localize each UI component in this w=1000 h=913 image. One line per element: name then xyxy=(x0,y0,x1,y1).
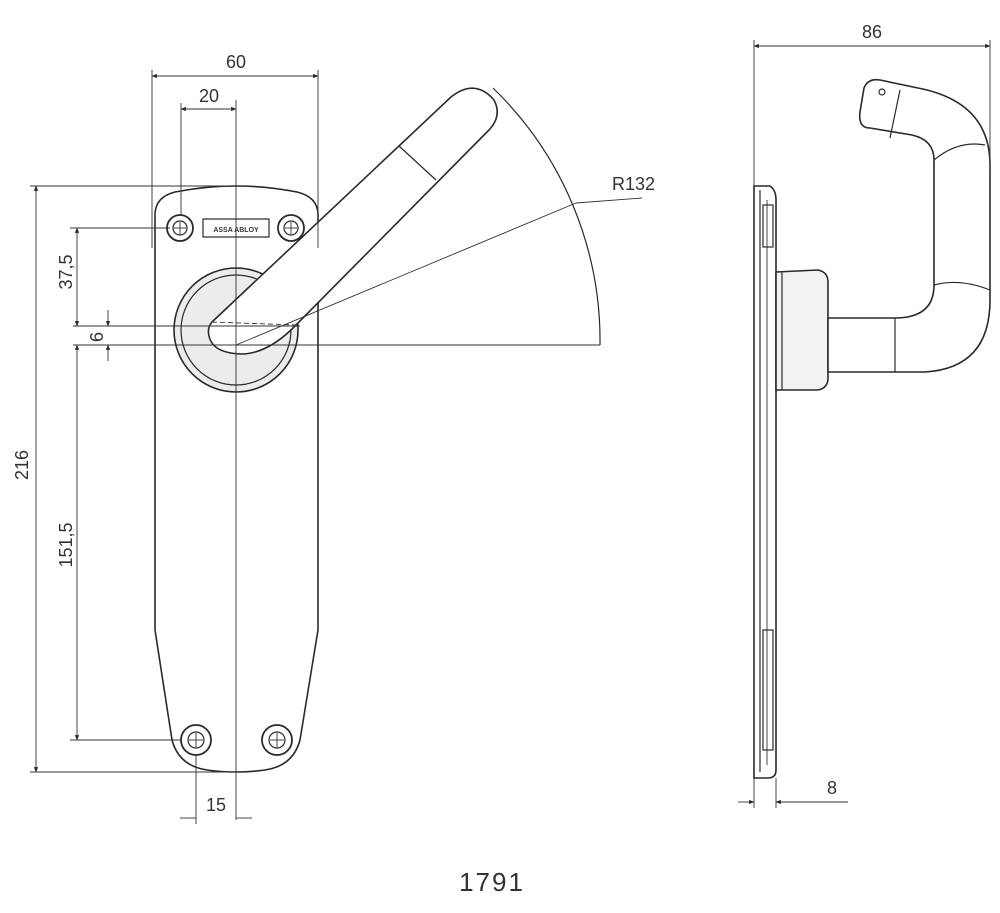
lever-handle xyxy=(207,87,499,355)
dim-radius: R132 xyxy=(612,174,655,194)
side-view: 86 8 xyxy=(738,22,991,808)
dim-width-outer: 60 xyxy=(226,52,246,72)
front-view: ASSA ABLOY xyxy=(12,52,655,824)
side-handle-bend-line xyxy=(933,281,991,291)
dim-plate-thickness: 8 xyxy=(827,778,837,798)
radius-line xyxy=(235,202,577,346)
side-rosette xyxy=(775,269,829,391)
dim-hole-spacing: 151,5 xyxy=(56,522,76,567)
side-plate-clip-top xyxy=(762,204,774,248)
radius-leader xyxy=(575,197,643,204)
dim-height-total: 216 xyxy=(12,450,32,480)
screw-hole-top-right xyxy=(277,214,305,242)
side-handle-tip-line xyxy=(889,89,901,139)
screw-hole-bottom-right xyxy=(261,724,293,756)
side-handle-upper-line xyxy=(933,143,986,161)
dim-width-inner: 20 xyxy=(199,86,219,106)
dim-top-offset: 37,5 xyxy=(56,254,76,289)
side-plate-clip-bottom xyxy=(762,629,774,751)
dim-depth: 86 xyxy=(862,22,882,42)
swing-arc xyxy=(492,87,601,346)
dim-bottom-width: 15 xyxy=(206,795,226,815)
dim-spindle-offset: 6 xyxy=(87,332,107,342)
side-handle xyxy=(827,78,991,373)
model-caption: 1791 xyxy=(459,867,525,897)
side-handle-grub-screw xyxy=(878,88,886,96)
